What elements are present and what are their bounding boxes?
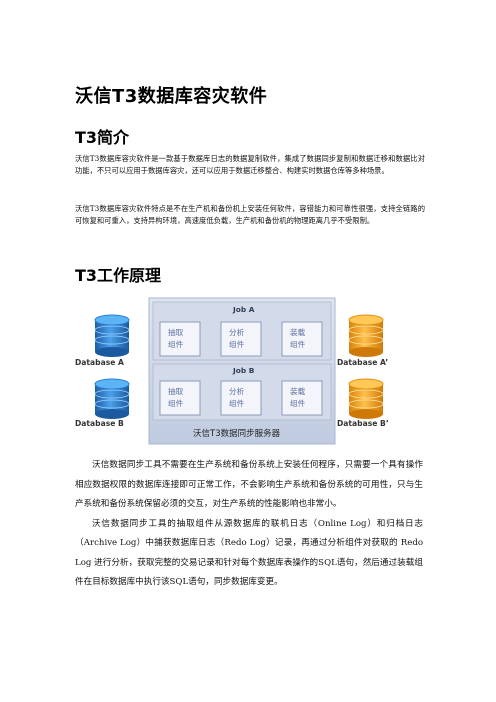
job-b-label: Job B [232,366,255,375]
svg-text:装载: 装载 [290,327,306,337]
svg-text:组件: 组件 [168,339,184,349]
database-a-icon [94,314,130,357]
svg-text:分析: 分析 [229,327,245,337]
svg-text:组件: 组件 [229,339,245,349]
sync-server-label: 沃信T3数据同步服务器 [193,428,281,439]
architecture-diagram: Job A Job B 抽取 组件 分析 组件 装载 组件 抽取 [75,292,421,446]
principle-body: 沃信数据同步工具不需要在生产系统和备份系统上安装任何程序，只需要一个具有操作相应… [75,456,423,593]
job-b-analyze-component: 分析 组件 [220,380,262,416]
database-a-replica-icon [348,314,384,357]
principle-paragraph-2: 沃信数据同步工具的抽取组件从源数据库的联机日志（Online Log）和归档日志… [75,518,423,588]
svg-text:抽取: 抽取 [168,327,184,337]
job-a-analyze-component: 分析 组件 [220,321,262,357]
principle-paragraph-1: 沃信数据同步工具不需要在生产系统和备份系统上安装任何程序，只需要一个具有操作相应… [75,460,423,509]
document-title: 沃信T3数据库容灾软件 [75,86,268,107]
database-a-replica-label: Database A’ [337,358,388,367]
database-b-label: Database B [75,419,124,428]
intro-paragraph-1: 沃信T3数据库容灾软件是一款基于数据库日志的数据复制软件，集成了数据同步复制和数… [75,154,425,176]
database-a-label: Database A [75,358,124,367]
section-heading-intro: T3简介 [75,128,130,147]
svg-text:分析: 分析 [229,386,245,396]
svg-text:组件: 组件 [168,398,184,408]
job-a-load-component: 装载 组件 [281,321,323,357]
svg-text:抽取: 抽取 [168,386,184,396]
svg-text:组件: 组件 [290,339,306,349]
database-b-replica-label: Database B’ [337,419,389,428]
database-b-replica-icon [348,378,384,419]
svg-text:组件: 组件 [290,398,306,408]
job-a-label: Job A [232,305,255,314]
job-b-load-component: 装载 组件 [281,380,323,416]
svg-text:组件: 组件 [229,398,245,408]
job-b-extract-component: 抽取 组件 [159,380,201,416]
svg-text:装载: 装载 [290,386,306,396]
section-heading-principle: T3工作原理 [75,266,162,285]
job-a-extract-component: 抽取 组件 [159,321,201,357]
intro-paragraph-2: 沃信T3数据库容灾软件特点是不在生产机和备份机上安装任何软件，容错能力和可靠性很… [75,204,425,226]
database-b-icon [94,378,130,419]
